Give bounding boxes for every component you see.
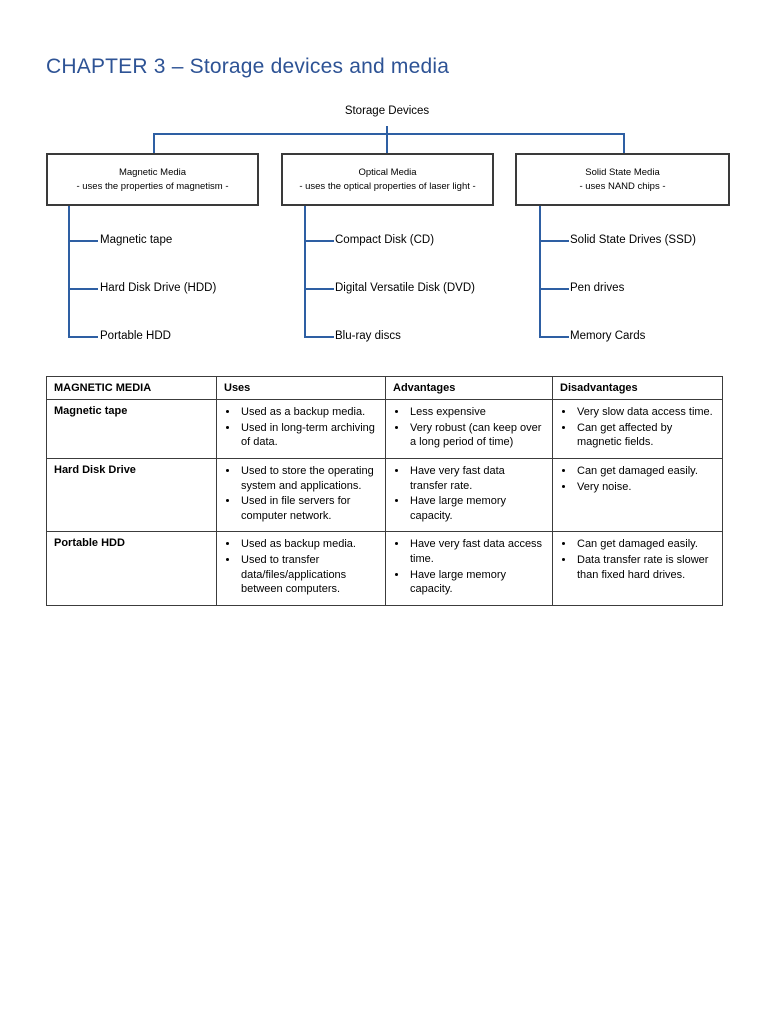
tick-solid-state-3 [539, 336, 569, 338]
list-item: Used in long-term archiving of data. [239, 421, 378, 450]
row-uses: Used as backup media. Used to transfer d… [216, 531, 386, 606]
list-item: Have large memory capacity. [408, 568, 545, 597]
row-name-hard-disk-drive: Hard Disk Drive [46, 457, 217, 533]
bullet-list: Have very fast data access time. Have la… [393, 537, 545, 597]
leaf-portable-hdd: Portable HDD [100, 330, 171, 342]
bullet-list: Very slow data access time. Can get affe… [560, 405, 715, 450]
leaf-memory-cards: Memory Cards [570, 330, 646, 342]
row-disadvantages: Can get damaged easily. Very noise. [552, 457, 723, 533]
leaf-hard-disk-drive: Hard Disk Drive (HDD) [100, 282, 217, 294]
leaf-magnetic-tape: Magnetic tape [100, 234, 173, 246]
list-item: Have very fast data access time. [408, 537, 545, 566]
row-disadvantages: Very slow data access time. Can get affe… [552, 399, 723, 459]
bullet-list: Less expensive Very robust (can keep ove… [393, 405, 545, 450]
row-advantages: Have very fast data access time. Have la… [385, 531, 553, 606]
spine-magnetic [68, 206, 70, 337]
tick-magnetic-2 [68, 288, 98, 290]
tick-magnetic-3 [68, 336, 98, 338]
storage-devices-diagram: Storage Devices Magnetic Media - uses th… [0, 0, 768, 360]
list-item: Can get affected by magnetic fields. [575, 421, 715, 450]
list-item: Can get damaged easily. [575, 537, 715, 552]
table-header-row: MAGNETIC MEDIA Uses Advantages Disadvant… [46, 376, 723, 400]
media-box-optical: Optical Media - uses the optical propert… [281, 153, 494, 206]
bullet-list: Used as backup media. Used to transfer d… [224, 537, 378, 597]
media-box-magnetic-description: - uses the properties of magnetism - [76, 180, 229, 192]
list-item: Have very fast data transfer rate. [408, 464, 545, 493]
list-item: Data transfer rate is slower than fixed … [575, 553, 715, 582]
row-advantages: Have very fast data transfer rate. Have … [385, 457, 553, 533]
list-item: Very slow data access time. [575, 405, 715, 420]
list-item: Have large memory capacity. [408, 494, 545, 523]
leaf-blu-ray-discs: Blu-ray discs [335, 330, 401, 342]
bullet-list: Can get damaged easily. Data transfer ra… [560, 537, 715, 582]
row-name-magnetic-tape: Magnetic tape [46, 399, 217, 459]
table-header-advantages: Advantages [385, 376, 553, 400]
diagram-root-label: Storage Devices [344, 105, 430, 117]
spine-optical [304, 206, 306, 337]
row-disadvantages: Can get damaged easily. Data transfer ra… [552, 531, 723, 606]
bullet-list: Have very fast data transfer rate. Have … [393, 464, 545, 524]
bullet-list: Used to store the operating system and a… [224, 464, 378, 524]
media-box-magnetic-name: Magnetic Media [118, 166, 187, 178]
media-box-solid-state: Solid State Media - uses NAND chips - [515, 153, 730, 206]
tick-optical-3 [304, 336, 334, 338]
table-header-disadvantages: Disadvantages [552, 376, 723, 400]
bullet-list: Used as a backup media. Used in long-ter… [224, 405, 378, 450]
connector-horizontal-bus [153, 133, 624, 135]
media-box-optical-name: Optical Media [358, 166, 417, 178]
row-name-portable-hdd: Portable HDD [46, 531, 217, 606]
tick-solid-state-1 [539, 240, 569, 242]
media-box-magnetic: Magnetic Media - uses the properties of … [46, 153, 259, 206]
list-item: Very noise. [575, 480, 715, 495]
tick-optical-1 [304, 240, 334, 242]
tick-optical-2 [304, 288, 334, 290]
table-header-uses: Uses [216, 376, 386, 400]
list-item: Very robust (can keep over a long period… [408, 421, 545, 450]
media-box-optical-description: - uses the optical properties of laser l… [299, 180, 476, 192]
connector-drop-solid-state [623, 133, 625, 155]
leaf-solid-state-drives: Solid State Drives (SSD) [570, 234, 696, 246]
table-row: Portable HDD Used as backup media. Used … [46, 531, 723, 606]
spine-solid-state [539, 206, 541, 337]
list-item: Less expensive [408, 405, 545, 420]
list-item: Used to store the operating system and a… [239, 464, 378, 493]
bullet-list: Can get damaged easily. Very noise. [560, 464, 715, 494]
list-item: Used in file servers for computer networ… [239, 494, 378, 523]
leaf-pen-drives: Pen drives [570, 282, 625, 294]
media-box-solid-state-name: Solid State Media [585, 166, 660, 178]
leaf-digital-versatile-disk: Digital Versatile Disk (DVD) [335, 282, 475, 294]
connector-drop-magnetic [153, 133, 155, 155]
list-item: Can get damaged easily. [575, 464, 715, 479]
media-box-solid-state-description: - uses NAND chips - [579, 180, 666, 192]
page-title: CHAPTER 3 – Storage devices and media [46, 55, 450, 78]
magnetic-media-table: MAGNETIC MEDIA Uses Advantages Disadvant… [46, 376, 723, 606]
table-row: Magnetic tape Used as a backup media. Us… [46, 399, 723, 459]
tick-solid-state-2 [539, 288, 569, 290]
leaf-compact-disk: Compact Disk (CD) [335, 234, 435, 246]
row-advantages: Less expensive Very robust (can keep ove… [385, 399, 553, 459]
table-row: Hard Disk Drive Used to store the operat… [46, 457, 723, 533]
tick-magnetic-1 [68, 240, 98, 242]
row-uses: Used as a backup media. Used in long-ter… [216, 399, 386, 459]
list-item: Used as a backup media. [239, 405, 378, 420]
table-header-media: MAGNETIC MEDIA [46, 376, 217, 400]
connector-drop-optical [386, 133, 388, 155]
list-item: Used as backup media. [239, 537, 378, 552]
row-uses: Used to store the operating system and a… [216, 457, 386, 533]
list-item: Used to transfer data/files/applications… [239, 553, 378, 597]
